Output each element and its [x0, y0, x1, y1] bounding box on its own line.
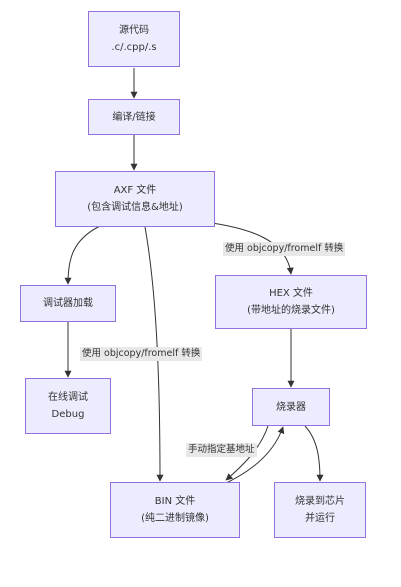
node-debugger-label: 调试器加载 [43, 298, 93, 309]
edge-burner-to-bin [225, 425, 269, 481]
node-source: 源代码 .c/.cpp/.s [88, 11, 180, 67]
node-source-label: 源代码 [119, 25, 149, 36]
edge-label-debugger-to-online: 使用 objcopy/fromelf 转换 [80, 347, 203, 361]
node-debugger: 调试器加载 [20, 285, 116, 322]
edge-burner-to-chip [304, 425, 324, 482]
node-hex-sublabel: (带地址的烧录文件) [247, 305, 335, 316]
edge-axf-to-debugger [64, 225, 101, 285]
node-compile-label: 编译/链接 [112, 111, 156, 123]
edge-label-axf-to-hex: 使用 objcopy/fromelf 转换 [223, 242, 346, 256]
edge-axf-to-hex [204, 221, 294, 275]
node-hex: HEX 文件 (带地址的烧录文件) [215, 275, 367, 329]
node-bin-sublabel: (纯二进制镜像) [141, 513, 209, 524]
edge-label-bin-burner: 手动指定基地址 [186, 443, 257, 457]
node-axf-sublabel: (包含调试信息&地址) [87, 202, 183, 213]
node-bin: BIN 文件 (纯二进制镜像) [110, 482, 240, 538]
node-chip-label: 烧录到芯片 [295, 496, 345, 507]
node-chip: 烧录到芯片 并运行 [274, 482, 366, 538]
node-axf: AXF 文件 (包含调试信息&地址) [55, 171, 215, 227]
node-chip-sublabel: 并运行 [305, 513, 335, 524]
node-bin-label: BIN 文件 [154, 496, 196, 507]
node-compile: 编译/链接 [88, 99, 180, 135]
node-online-debug: 在线调试 Debug [25, 378, 111, 434]
node-hex-label: HEX 文件 [269, 288, 313, 299]
node-source-sublabel: .c/.cpp/.s [111, 42, 157, 53]
node-burner-label: 烧录器 [276, 401, 306, 413]
node-online-debug-sublabel: Debug [51, 409, 85, 420]
edge-bin-to-burner [221, 426, 285, 486]
node-burner: 烧录器 [252, 388, 330, 426]
node-axf-label: AXF 文件 [113, 185, 157, 196]
node-online-debug-label: 在线调试 [48, 392, 88, 403]
